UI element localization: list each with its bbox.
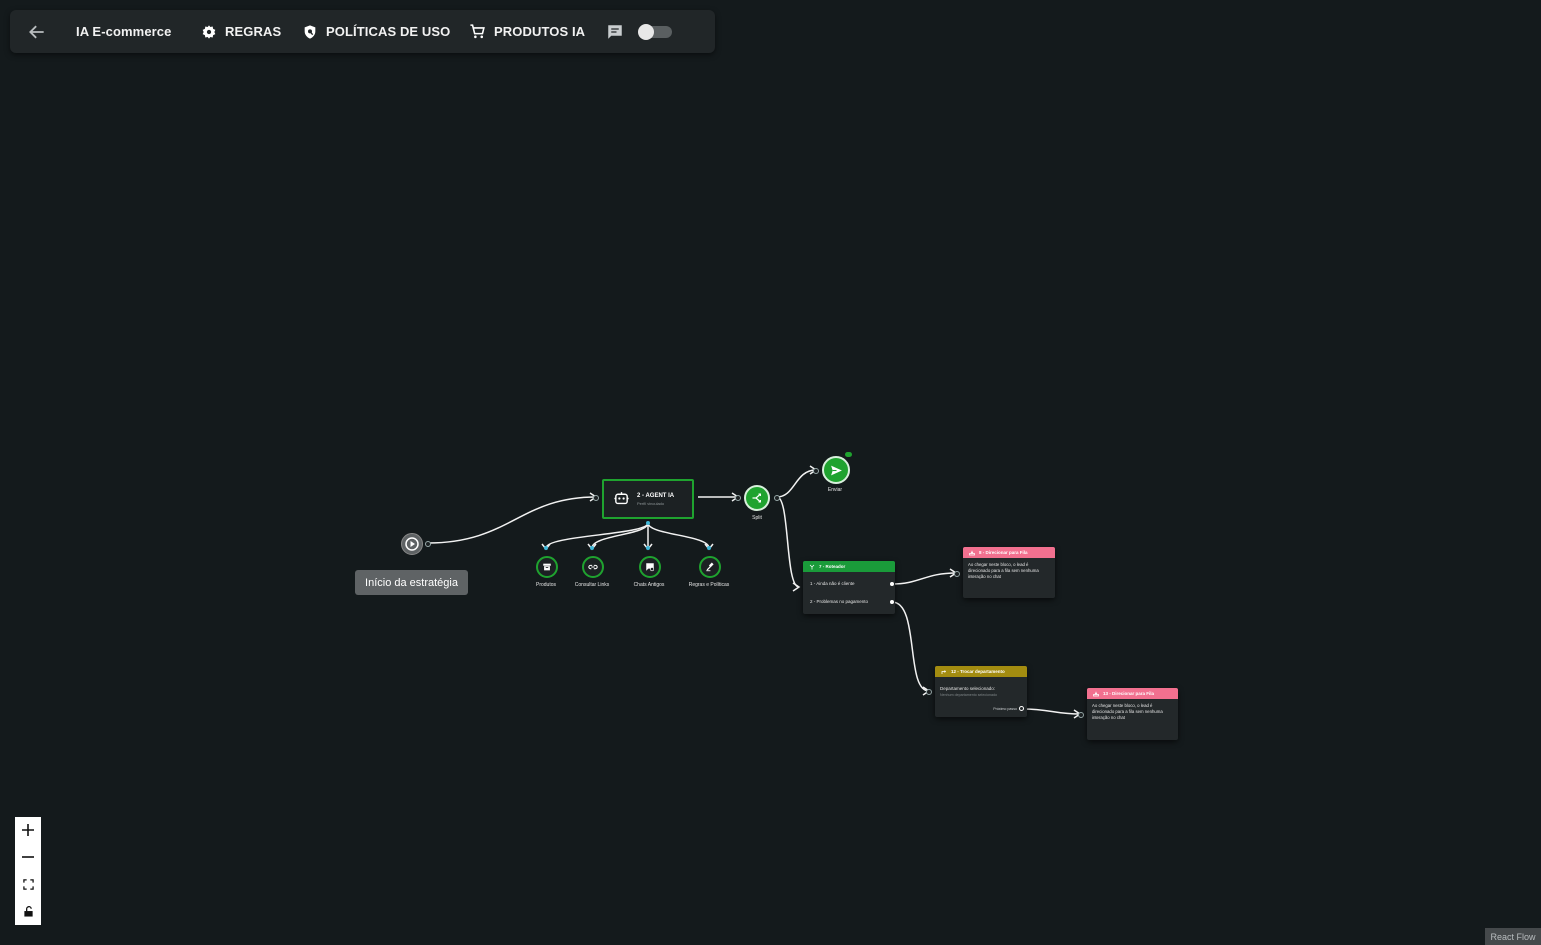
- send-badge: [845, 452, 852, 457]
- queue-header: 8 - Direcionar para Fila: [963, 547, 1055, 558]
- policies-button[interactable]: POLÍTICAS DE USO: [302, 10, 450, 53]
- flow-title-text: IA E-commerce: [76, 24, 172, 39]
- gavel-icon: [706, 562, 714, 572]
- agent-subtitle: Perfil vinculado: [637, 501, 665, 506]
- toggle-knob: [638, 24, 654, 40]
- swap-icon: [941, 669, 947, 674]
- department-header: 12 - Trocar departamento: [935, 666, 1027, 677]
- tool-produtos[interactable]: [536, 556, 558, 578]
- queue-icon: [969, 550, 975, 555]
- router-option-1-handle[interactable]: [890, 582, 894, 586]
- queue-header: 13 - Direcionar para Fila: [1087, 688, 1178, 699]
- back-arrow-icon[interactable]: [27, 22, 47, 42]
- link-icon: [588, 564, 598, 570]
- tool-consultar-links[interactable]: [582, 556, 604, 578]
- department-selected-value: Nenhum departamento selecionado: [940, 693, 997, 697]
- queue-icon: [1093, 691, 1099, 696]
- router-option-2-handle[interactable]: [890, 600, 894, 604]
- split-output-handle[interactable]: [774, 495, 780, 501]
- fit-view-button[interactable]: [15, 871, 41, 897]
- rules-label: REGRAS: [225, 24, 282, 39]
- shield-icon: [304, 24, 316, 39]
- plus-icon: [22, 824, 34, 836]
- tool-label: Chats Antigos: [633, 582, 665, 588]
- start-label: Início da estratégia: [355, 570, 468, 595]
- products-button[interactable]: PRODUTOS IA: [469, 10, 585, 53]
- router-header: 7 - Roteador: [803, 561, 895, 572]
- react-flow-attribution[interactable]: React Flow: [1485, 928, 1541, 945]
- zoom-out-button[interactable]: [15, 844, 41, 870]
- split-input-handle[interactable]: [735, 495, 741, 501]
- chat-history-icon: [646, 563, 655, 572]
- products-label: PRODUTOS IA: [494, 24, 586, 39]
- router-node[interactable]: 7 - Roteador 1 - Ainda não é cliente 2 -…: [803, 561, 895, 614]
- department-next-handle[interactable]: [1019, 706, 1024, 711]
- dept-input-handle[interactable]: [926, 689, 932, 695]
- start-handle[interactable]: [425, 541, 431, 547]
- department-node[interactable]: 12 - Trocar departamento Departamento se…: [935, 666, 1027, 717]
- router-icon: [809, 564, 815, 569]
- split-icon: [752, 493, 761, 503]
- send-node[interactable]: [822, 456, 850, 484]
- cart-icon: [470, 24, 485, 39]
- queue-description: Ao chegar neste bloco, o lead é direcion…: [1092, 703, 1163, 720]
- zoom-in-button[interactable]: [15, 817, 41, 843]
- unlock-icon: [23, 905, 33, 917]
- rules-button[interactable]: REGRAS: [201, 10, 281, 53]
- queue-title: 8 - Direcionar para Fila: [979, 550, 1028, 555]
- router-title: 7 - Roteador: [819, 564, 846, 569]
- gear-icon: [202, 24, 216, 39]
- send-label: Enviar: [827, 487, 843, 493]
- queue-node-8[interactable]: 8 - Direcionar para Fila Ao chegar neste…: [963, 547, 1055, 598]
- agent-title: 2 - AGENT IA: [637, 493, 675, 499]
- play-icon: [405, 537, 419, 551]
- send-input-handle[interactable]: [813, 468, 819, 474]
- minus-icon: [22, 856, 34, 858]
- lock-button[interactable]: [15, 898, 41, 924]
- queue1-input-handle[interactable]: [954, 571, 960, 577]
- tool-chats-antigos[interactable]: [639, 556, 661, 578]
- split-node[interactable]: [744, 485, 770, 511]
- router-option-1: 1 - Ainda não é cliente: [810, 581, 855, 586]
- tool-label: Consultar Links: [574, 582, 610, 588]
- split-label: Split: [752, 515, 762, 521]
- queue-description: Ao chegar neste bloco, o lead é direcion…: [968, 562, 1039, 579]
- department-title: 12 - Trocar departamento: [951, 669, 1005, 674]
- send-icon: [830, 465, 842, 475]
- flow-title: IA E-commerce: [76, 10, 171, 53]
- agent-node[interactable]: 2 - AGENT IA Perfil vinculado: [602, 479, 694, 519]
- agent-input-handle[interactable]: [593, 495, 599, 501]
- archive-icon: [543, 563, 551, 571]
- queue-node-13[interactable]: 13 - Direcionar para Fila Ao chegar nest…: [1087, 688, 1178, 740]
- router-option-2: 2 - Problemas no pagamento: [810, 599, 869, 604]
- top-toolbar: IA E-commerce REGRAS POLÍTICAS DE USO PR…: [10, 10, 715, 53]
- tool-regras-politicas[interactable]: [699, 556, 721, 578]
- robot-icon: [614, 492, 629, 505]
- department-next-label: Próximo passo: [993, 707, 1017, 711]
- fullscreen-icon: [22, 878, 34, 890]
- tool-label: Produtos: [535, 582, 557, 588]
- chat-toggle[interactable]: [638, 24, 672, 40]
- queue-title: 13 - Direcionar para Fila: [1103, 691, 1155, 696]
- policies-label: POLÍTICAS DE USO: [326, 24, 451, 39]
- chat-icon[interactable]: [606, 23, 624, 41]
- queue2-input-handle[interactable]: [1078, 712, 1084, 718]
- tool-label: Regras e Políticas: [688, 582, 730, 588]
- department-selected-label: Departamento selecionado:: [940, 686, 996, 691]
- zoom-controls: [15, 817, 41, 925]
- start-node[interactable]: [401, 533, 423, 555]
